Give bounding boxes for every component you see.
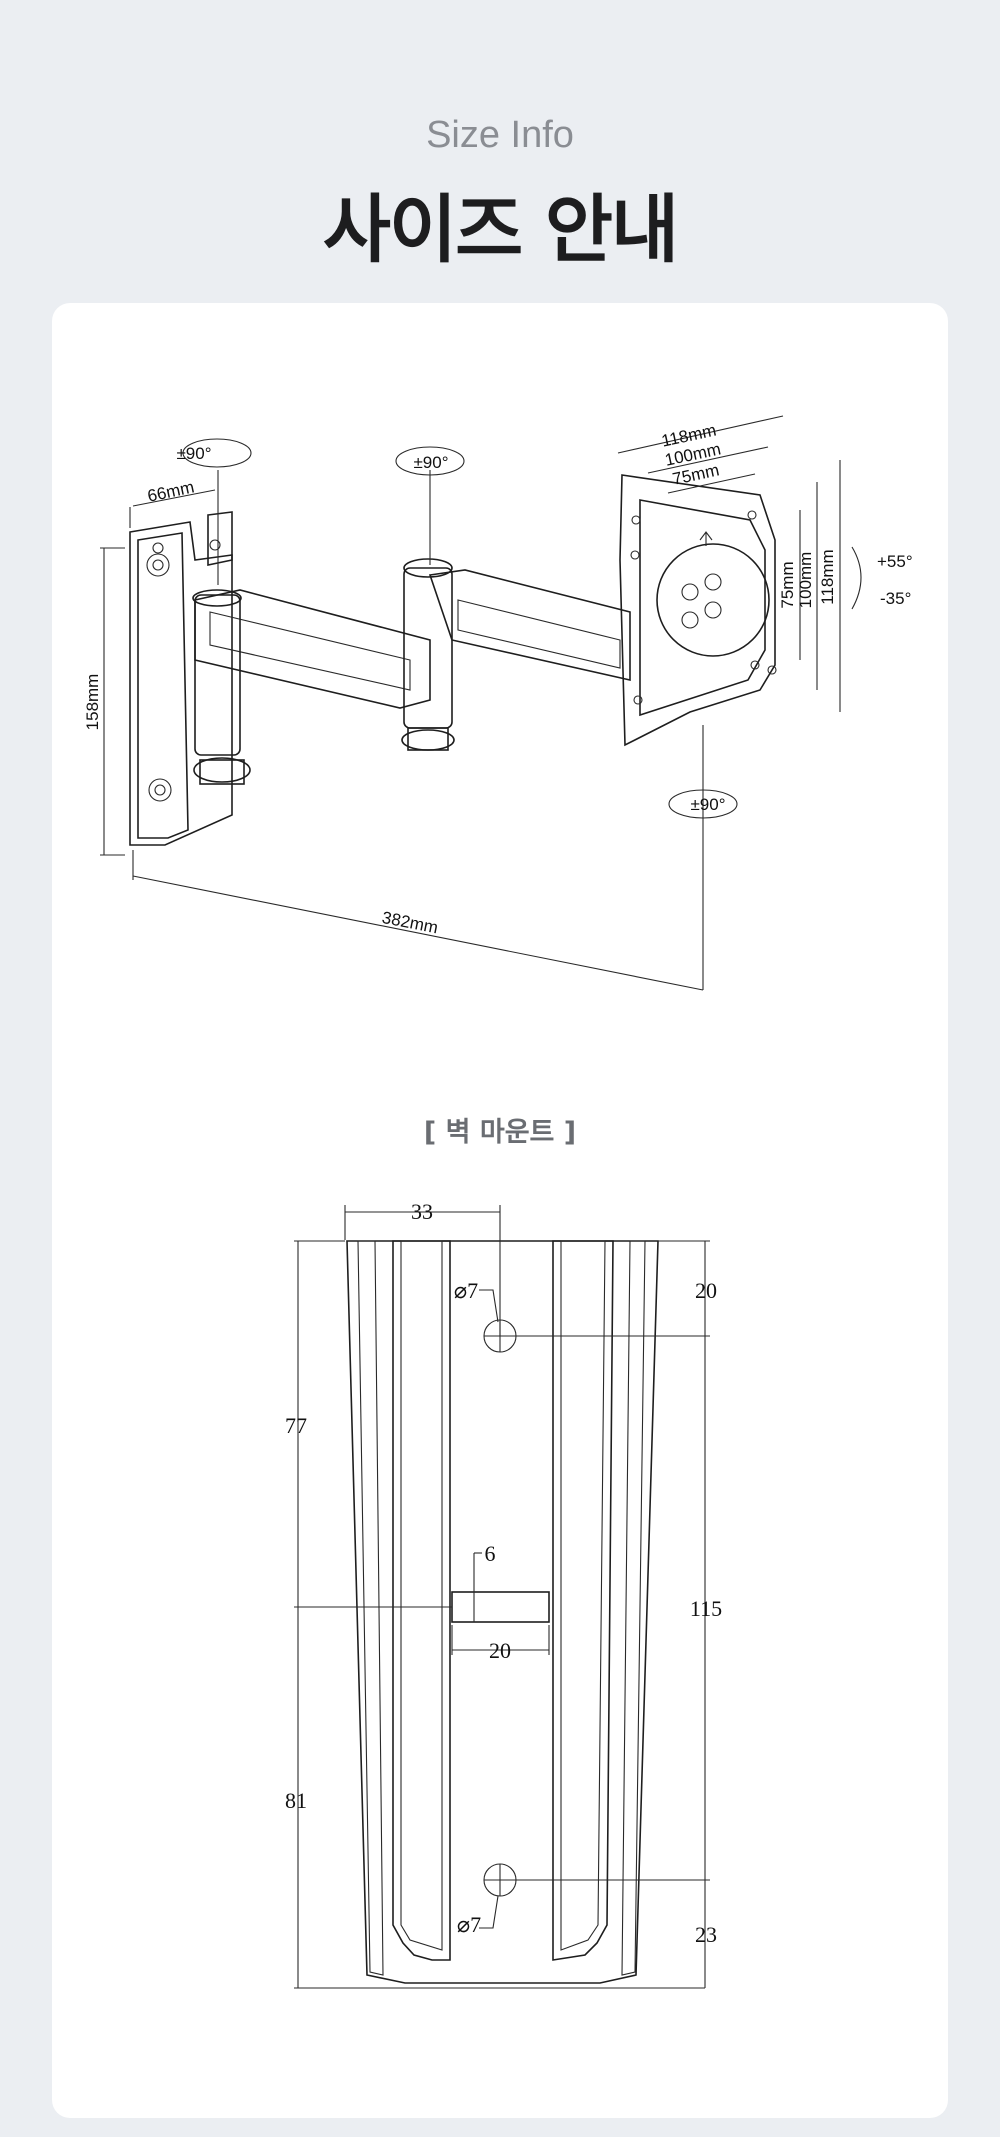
rotation-bottom-label: ±90° [690, 795, 725, 814]
rotation-middle-label: ±90° [413, 453, 448, 472]
dim-77: 77 [285, 1413, 307, 1438]
dim-81: 81 [285, 1788, 307, 1813]
dim-33: 33 [411, 1199, 433, 1224]
arm-drawing [192, 558, 631, 785]
dim-23: 23 [695, 1922, 717, 1947]
arm-dimension-lines [100, 415, 862, 991]
vesa-v-100: 100mm [796, 552, 815, 609]
dim-hole-bottom: ⌀7 [457, 1912, 481, 1937]
plate-dimension-lines [294, 1205, 710, 1989]
vesa-plate-drawing [619, 474, 777, 747]
plate-width-label: 66mm [146, 477, 196, 505]
tilt-down-label: -35° [880, 589, 911, 608]
arm-length-label: 382mm [380, 908, 439, 937]
dim-slot-20: 20 [489, 1638, 511, 1663]
page-title: 사이즈 안내 [322, 187, 679, 273]
dim-20-top: 20 [695, 1278, 717, 1303]
dim-6: 6 [485, 1541, 496, 1566]
plate-height-label: 158mm [83, 674, 102, 731]
vesa-v-75: 75mm [778, 561, 797, 608]
page-subtitle: Size Info [426, 114, 574, 156]
vesa-v-118: 118mm [818, 549, 837, 604]
wall-mount-plate-drawing [346, 1240, 659, 1984]
wall-plate-drawing [129, 511, 233, 846]
dim-hole-top: ⌀7 [454, 1278, 478, 1303]
section-label: [ 벽 마운트 ] [423, 1117, 577, 1148]
tilt-up-label: +55° [877, 552, 913, 571]
rotation-left-label: ±90° [176, 444, 211, 463]
dim-115: 115 [690, 1596, 722, 1621]
